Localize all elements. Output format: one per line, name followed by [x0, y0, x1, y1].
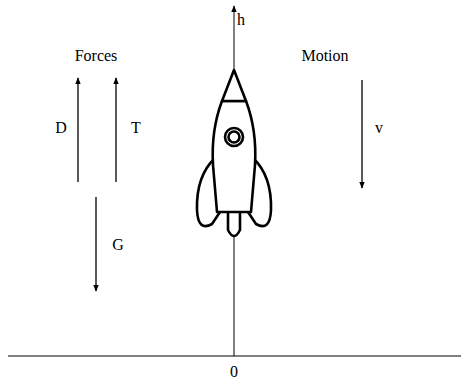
- axis-label: h: [237, 12, 245, 28]
- force-label: D: [55, 120, 67, 136]
- group-heading: Forces: [75, 48, 118, 64]
- origin-label: 0: [230, 364, 238, 380]
- force-label: G: [112, 237, 124, 253]
- gravity-arrow: [95, 197, 96, 291]
- group-heading: Motion: [301, 48, 348, 64]
- rocket-body: [213, 101, 256, 212]
- drag-arrow: [77, 78, 78, 182]
- rocket-nose: [222, 70, 246, 101]
- thrust-arrow: [115, 78, 116, 182]
- rocket-window: [229, 132, 240, 143]
- force-label: T: [131, 120, 141, 136]
- velocity-arrow: [361, 80, 362, 188]
- rocket: [197, 70, 271, 236]
- rocket-window: [225, 128, 243, 146]
- motion-label: v: [375, 120, 383, 136]
